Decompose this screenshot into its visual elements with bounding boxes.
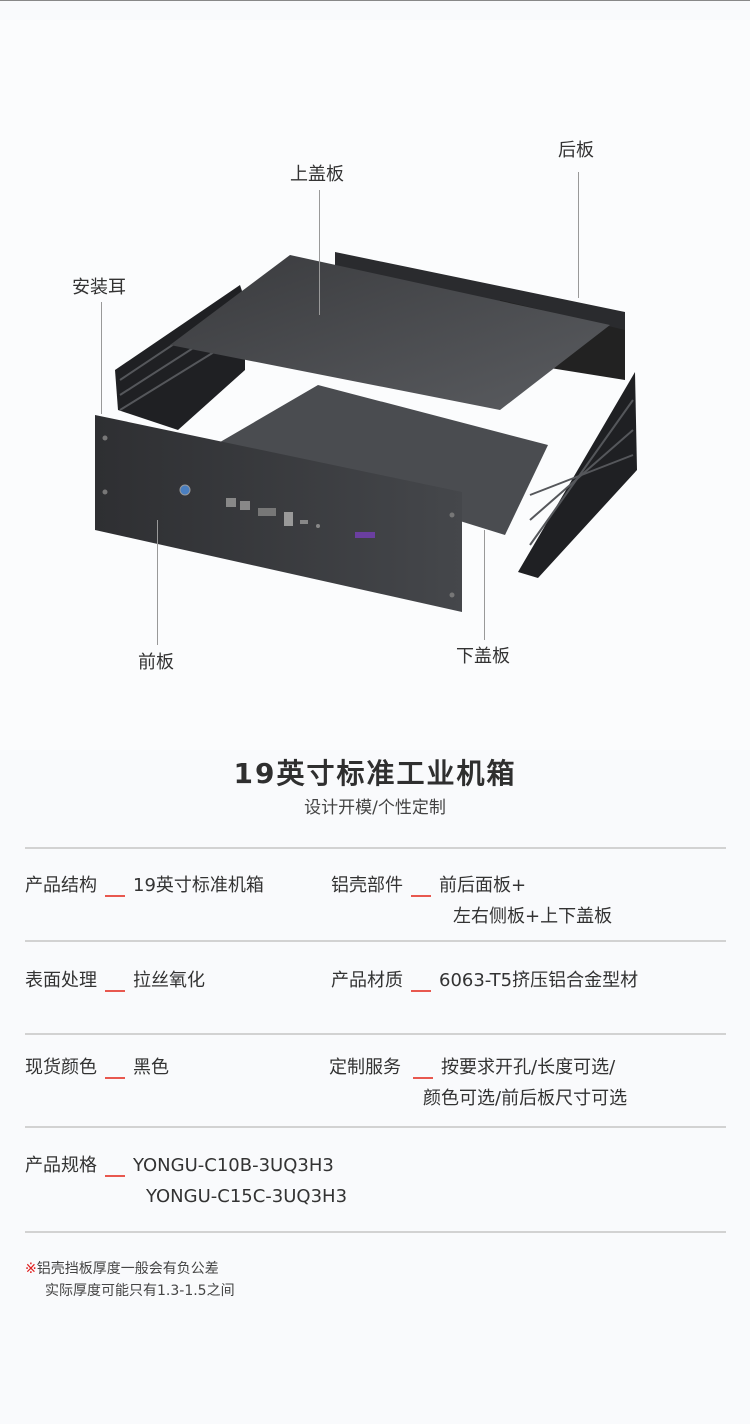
spec-material: 产品材质 6063-T5挤压铝合金型材: [331, 965, 638, 996]
spec-value: 前后面板+: [439, 875, 527, 896]
spec-key: 产品结构: [25, 875, 97, 896]
top-cover: [170, 255, 610, 410]
label-top-cover: 上盖板: [290, 164, 344, 185]
dash-accent: [105, 895, 125, 897]
dash-accent: [411, 895, 431, 897]
spec-surface: 表面处理 拉丝氧化: [25, 965, 205, 996]
top-border: [0, 0, 750, 1]
leader-line-top-cover: [319, 190, 320, 315]
label-front-panel: 前板: [138, 652, 174, 673]
dash-accent: [105, 990, 125, 992]
spec-value: 按要求开孔/长度可选/: [441, 1057, 616, 1078]
note-symbol-icon: ※: [25, 1261, 37, 1277]
page-title: 19英寸标准工业机箱: [233, 757, 517, 790]
spec-custom: 定制服务 按要求开孔/长度可选/ 颜色可选/前后板尺寸可选: [329, 1052, 627, 1114]
spec-value: 19英寸标准机箱: [133, 875, 264, 896]
note-line: 实际厚度可能只有1.3-1.5之间: [45, 1283, 235, 1299]
chassis-exploded-illustration: [95, 252, 637, 612]
leader-line-mount-ear: [101, 302, 102, 414]
spec-value: 拉丝氧化: [133, 970, 205, 991]
dash-accent: [105, 1175, 125, 1177]
note-line: 铝壳挡板厚度一般会有负公差: [36, 1261, 219, 1277]
bottom-cover: [215, 385, 548, 535]
power-button-icon: [179, 484, 191, 496]
spec-model: 产品规格 YONGU-C10B-3UQ3H3 YONGU-C15C-3UQ3H3: [25, 1150, 347, 1212]
leader-line-back-panel: [578, 172, 579, 298]
spec-value: 左右侧板+上下盖板: [453, 906, 613, 927]
spec-color: 现货颜色 黑色: [25, 1052, 169, 1083]
spec-key: 产品规格: [25, 1155, 97, 1176]
divider: [25, 1033, 726, 1035]
divider: [25, 940, 726, 942]
divider: [25, 847, 726, 849]
leader-line-bottom-cover: [484, 530, 485, 640]
label-bottom-cover: 下盖板: [456, 646, 510, 667]
spec-key: 表面处理: [25, 970, 97, 991]
page-subtitle: 设计开模/个性定制: [304, 798, 446, 818]
divider: [25, 1126, 726, 1128]
spec-key: 产品材质: [331, 970, 403, 991]
label-back-panel: 后板: [558, 140, 594, 161]
dash-accent: [105, 1077, 125, 1079]
spec-key: 现货颜色: [25, 1057, 97, 1078]
front-panel: [95, 415, 462, 612]
leader-line-front-panel: [157, 520, 158, 645]
label-mount-ear: 安装耳: [72, 277, 126, 298]
spec-structure: 产品结构 19英寸标准机箱: [25, 870, 264, 901]
thickness-note: ※铝壳挡板厚度一般会有负公差 实际厚度可能只有1.3-1.5之间: [25, 1258, 235, 1302]
spec-parts: 铝壳部件 前后面板+ 左右侧板+上下盖板: [331, 870, 612, 932]
spec-value: YONGU-C10B-3UQ3H3: [133, 1155, 334, 1176]
dash-accent: [411, 990, 431, 992]
right-side-panel: [518, 372, 637, 578]
spec-value: 6063-T5挤压铝合金型材: [439, 970, 639, 991]
spec-key: 定制服务: [329, 1057, 401, 1078]
divider: [25, 1231, 726, 1233]
spec-value: 黑色: [133, 1057, 169, 1078]
spec-value: 颜色可选/前后板尺寸可选: [423, 1088, 628, 1109]
dash-accent: [413, 1077, 433, 1079]
spec-value: YONGU-C15C-3UQ3H3: [146, 1186, 348, 1207]
spec-key: 铝壳部件: [331, 875, 403, 896]
